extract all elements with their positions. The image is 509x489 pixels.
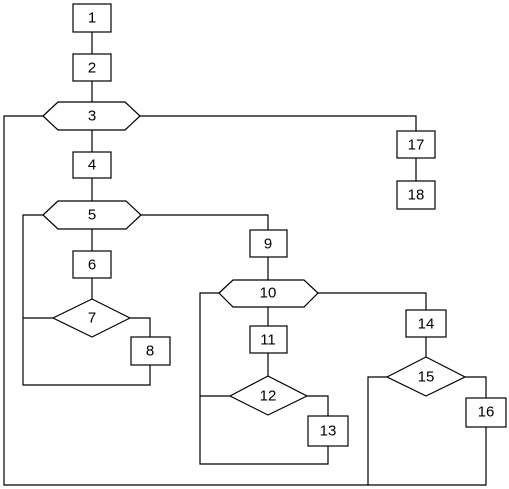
node-label: 3	[88, 108, 96, 125]
edge-10-14	[318, 292, 427, 310]
edge-7-8	[130, 317, 151, 337]
node-label: 16	[478, 404, 495, 421]
loop-hexagon	[42, 200, 142, 230]
process-box	[405, 309, 447, 338]
process-box	[72, 3, 112, 33]
node-5: 5	[42, 200, 142, 230]
edge-12-13	[307, 395, 329, 416]
edge-15-loop	[367, 376, 387, 485]
node-label: 10	[260, 285, 277, 302]
loop-hexagon	[218, 279, 319, 308]
decision-diamond	[385, 356, 467, 397]
process-box	[249, 229, 288, 258]
loop-hexagon	[42, 101, 141, 131]
node-1: 1	[72, 3, 112, 33]
decision-diamond	[228, 375, 309, 416]
node-9: 9	[249, 229, 288, 258]
node-label: 7	[88, 310, 96, 327]
process-box	[72, 53, 112, 82]
node-label: 11	[260, 332, 276, 349]
decision-diamond	[51, 298, 132, 338]
node-label: 8	[146, 343, 154, 360]
node-4: 4	[72, 151, 112, 179]
edge-15-16	[465, 376, 487, 398]
process-box	[307, 415, 349, 447]
node-label: 12	[260, 388, 277, 405]
node-label: 15	[418, 369, 435, 386]
node-16: 16	[465, 397, 507, 428]
process-box	[72, 151, 112, 179]
node-7: 7	[51, 298, 132, 338]
node-label: 4	[88, 157, 96, 174]
node-label: 14	[418, 316, 435, 333]
node-8: 8	[130, 336, 171, 366]
node-6: 6	[72, 250, 112, 279]
node-11: 11	[249, 325, 288, 354]
connector-lines	[3, 32, 487, 486]
edge-3-17	[140, 115, 417, 131]
node-2: 2	[72, 53, 112, 82]
node-18: 18	[396, 180, 436, 210]
node-label: 5	[88, 207, 96, 224]
node-label: 9	[264, 236, 272, 253]
node-3: 3	[42, 101, 141, 131]
process-box	[465, 397, 507, 428]
edge-8-loop	[22, 214, 151, 386]
process-box	[130, 336, 171, 366]
node-17: 17	[396, 130, 436, 159]
node-12: 12	[228, 375, 309, 416]
node-label: 1	[88, 10, 96, 27]
node-10: 10	[218, 279, 319, 308]
process-box	[249, 325, 288, 354]
edge-5-9	[141, 214, 269, 230]
node-label: 6	[88, 257, 96, 274]
node-13: 13	[307, 415, 349, 447]
process-box	[396, 180, 436, 210]
node-14: 14	[405, 309, 447, 338]
node-label: 13	[320, 423, 337, 440]
node-15: 15	[385, 356, 467, 397]
process-box	[72, 250, 112, 279]
process-box	[396, 130, 436, 159]
node-label: 2	[88, 60, 96, 77]
edge-13-loop	[199, 292, 329, 465]
edge-loop-to-3	[3, 115, 487, 486]
node-label: 17	[408, 137, 425, 154]
node-label: 18	[408, 187, 425, 204]
